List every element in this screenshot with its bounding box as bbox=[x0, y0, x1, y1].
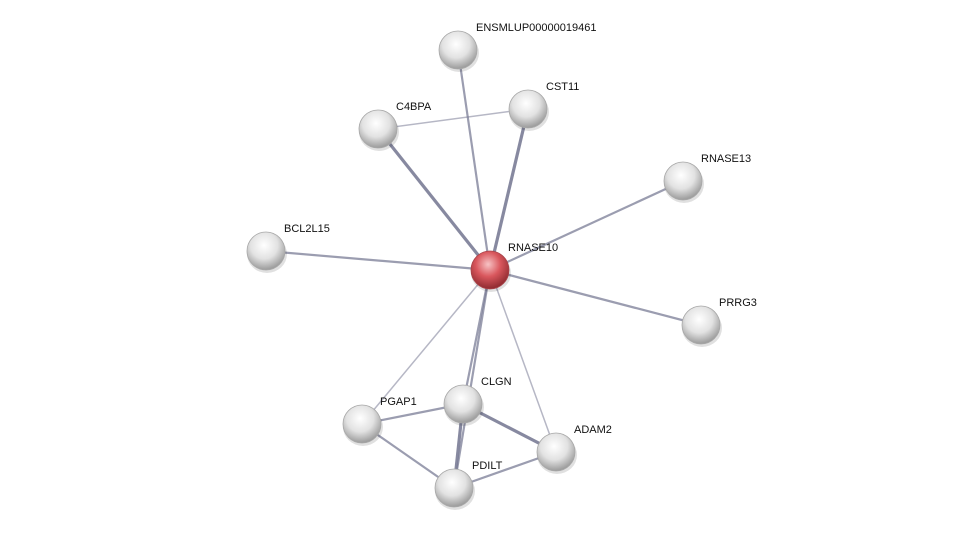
node-label: BCL2L15 bbox=[284, 223, 330, 235]
node-pgap1[interactable]: PGAP1 bbox=[342, 396, 417, 446]
node-sphere[interactable] bbox=[508, 89, 548, 129]
node-label: RNASE10 bbox=[508, 242, 558, 254]
node-sphere[interactable] bbox=[438, 30, 478, 70]
node-sphere[interactable] bbox=[536, 432, 576, 472]
node-label: C4BPA bbox=[396, 101, 432, 113]
node-c4bpa[interactable]: C4BPA bbox=[358, 101, 432, 151]
node-label: PDILT bbox=[472, 460, 503, 472]
node-sphere[interactable] bbox=[342, 404, 382, 444]
node-sphere[interactable] bbox=[358, 109, 398, 149]
node-label: PGAP1 bbox=[380, 396, 417, 408]
edge-rnase10-ensmlup00000019461[interactable] bbox=[456, 49, 492, 271]
node-sphere[interactable] bbox=[434, 468, 474, 508]
edge-rnase10-prrg3[interactable] bbox=[489, 268, 702, 327]
edge-rnase10-pdilt[interactable] bbox=[452, 269, 492, 489]
node-ensmlup00000019461[interactable]: ENSMLUP00000019461 bbox=[438, 22, 596, 72]
node-pdilt[interactable]: PDILT bbox=[434, 460, 503, 510]
edge-rnase10-cst11[interactable] bbox=[488, 108, 530, 271]
node-clgn[interactable]: CLGN bbox=[443, 376, 512, 426]
node-rnase13[interactable]: RNASE13 bbox=[663, 153, 751, 203]
node-sphere[interactable] bbox=[246, 231, 286, 271]
node-sphere[interactable] bbox=[443, 384, 483, 424]
node-adam2[interactable]: ADAM2 bbox=[536, 424, 612, 474]
edge-rnase10-pgap1[interactable] bbox=[361, 269, 491, 425]
node-label: CST11 bbox=[546, 81, 579, 93]
edge-rnase10-bcl2l15[interactable] bbox=[265, 249, 491, 272]
node-rnase10[interactable]: RNASE10 bbox=[470, 242, 558, 292]
edge-c4bpa-cst11[interactable] bbox=[377, 108, 529, 130]
node-prrg3[interactable]: PRRG3 bbox=[681, 297, 757, 347]
node-cst11[interactable]: CST11 bbox=[508, 81, 579, 131]
node-label: RNASE13 bbox=[701, 153, 751, 165]
node-label: ENSMLUP00000019461 bbox=[476, 22, 596, 34]
edge-rnase10-adam2[interactable] bbox=[489, 269, 557, 453]
node-label: CLGN bbox=[481, 376, 512, 388]
node-sphere[interactable] bbox=[663, 161, 703, 201]
edge-rnase10-c4bpa[interactable] bbox=[376, 128, 492, 271]
edge-rnase10-rnase13[interactable] bbox=[489, 180, 684, 271]
node-label: PRRG3 bbox=[719, 297, 757, 309]
node-sphere[interactable] bbox=[470, 250, 510, 290]
node-label: ADAM2 bbox=[574, 424, 612, 436]
node-sphere[interactable] bbox=[681, 305, 721, 345]
node-bcl2l15[interactable]: BCL2L15 bbox=[246, 223, 330, 273]
